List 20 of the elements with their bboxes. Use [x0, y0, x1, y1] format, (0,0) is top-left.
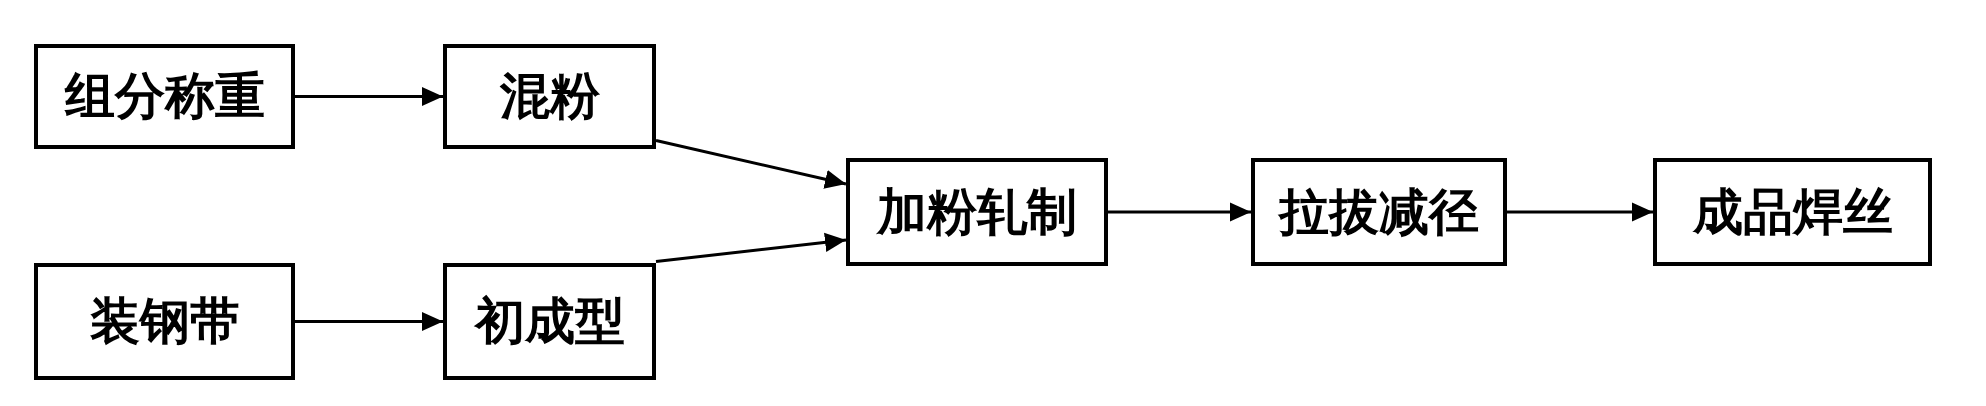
step-label: 加粉轧制	[877, 181, 1077, 243]
step-label: 拉拔减径	[1279, 181, 1479, 243]
process-box	[34, 44, 295, 149]
step-label: 成品焊丝	[1692, 181, 1893, 243]
step-label: 初成型	[474, 291, 625, 352]
step-label: 组分称重	[64, 66, 265, 127]
arrow	[1507, 202, 1653, 222]
process-box	[1251, 158, 1507, 266]
step-label: 混粉	[499, 66, 600, 127]
arrow	[1108, 202, 1251, 222]
process-box	[34, 263, 295, 380]
process-box	[443, 263, 656, 380]
arrow	[295, 311, 443, 332]
process-box	[1653, 158, 1932, 266]
process-box	[443, 44, 656, 149]
process-box	[846, 158, 1108, 266]
step-label: 装钢带	[89, 291, 240, 352]
arrow	[655, 232, 847, 263]
arrow	[295, 86, 443, 107]
arrow	[655, 139, 847, 189]
